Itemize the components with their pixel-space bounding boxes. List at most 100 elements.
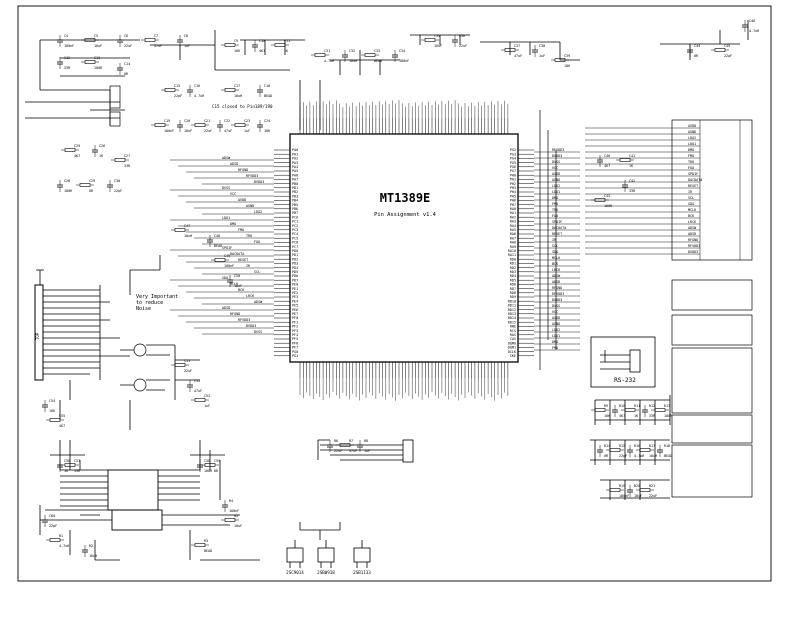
component-value: BEAD bbox=[374, 59, 382, 63]
net-label: AGND bbox=[246, 204, 254, 208]
component-value: 33R bbox=[124, 164, 131, 168]
reference-designator: C47 bbox=[184, 224, 190, 228]
component-value: 4.7uH bbox=[634, 454, 644, 458]
pin-label: PF3 bbox=[292, 329, 298, 333]
pin-label: RA6 bbox=[510, 232, 516, 236]
pin-label: RD8 bbox=[510, 291, 516, 295]
net-label: LDO2 bbox=[254, 210, 262, 214]
component-value: 10uH bbox=[649, 454, 657, 458]
reference-designator: R12 bbox=[649, 404, 655, 408]
pin-label: PG6 bbox=[510, 165, 516, 169]
net-label: FMO bbox=[238, 228, 244, 232]
component-value: 4K7 bbox=[259, 49, 265, 53]
pin-label: PF1 bbox=[292, 320, 298, 324]
pin-label: PB3 bbox=[292, 194, 298, 198]
pin-label: PC3 bbox=[292, 228, 298, 232]
resistor-body bbox=[624, 408, 636, 412]
net-label: SCL bbox=[254, 270, 260, 274]
reference-designator: C21 bbox=[204, 119, 210, 123]
reference-designator: C50 bbox=[234, 274, 240, 278]
reference-designator: C39 bbox=[564, 54, 570, 58]
net-label: RFVDD3 bbox=[238, 318, 250, 322]
resistor-body bbox=[174, 363, 186, 367]
reference-designator: R18 bbox=[664, 444, 670, 448]
component-value: 10uF bbox=[184, 129, 192, 133]
component-value: 0R bbox=[604, 454, 609, 458]
pin-label: RA4 bbox=[510, 224, 516, 228]
reference-designator: C30 bbox=[114, 179, 120, 183]
pin-label: PD3 bbox=[292, 262, 298, 266]
pin-label: PF7 bbox=[292, 346, 298, 350]
reference-designator: C29 bbox=[89, 179, 95, 183]
resistor-body bbox=[214, 258, 226, 262]
reference-designator: C34 bbox=[399, 49, 405, 53]
chip-subtitle: Pin Assignment v1.4 bbox=[374, 212, 436, 218]
net-label: DVDD3 bbox=[246, 324, 256, 328]
pin-label: PH3 bbox=[510, 186, 516, 190]
reference-designator: C5 bbox=[94, 34, 98, 38]
reference-designator: C9 bbox=[234, 39, 238, 43]
reference-designator: C25 bbox=[74, 144, 80, 148]
pin-label: RAS bbox=[510, 333, 516, 337]
net-label: SCL bbox=[688, 196, 694, 200]
component-value: 10K bbox=[604, 414, 611, 418]
reference-designator: C17 bbox=[234, 84, 240, 88]
resistor-body bbox=[84, 60, 96, 64]
net-label: RFVDD3 bbox=[246, 174, 258, 178]
component-value: 10K bbox=[234, 49, 241, 53]
reference-designator: C4 bbox=[64, 34, 68, 38]
reference-designator: C58 bbox=[204, 459, 210, 463]
pin-label: PF5 bbox=[292, 337, 298, 341]
pin-label: PD2 bbox=[292, 257, 298, 261]
net-label: ADSW bbox=[222, 156, 231, 160]
pin-label: PF4 bbox=[292, 333, 298, 337]
pin-label: PA3 bbox=[292, 161, 298, 165]
reference-designator: R19 bbox=[619, 484, 625, 488]
component-value: 4K7 bbox=[619, 414, 625, 418]
pin-label: PA5 bbox=[292, 169, 298, 173]
reference-designator: C36 bbox=[459, 34, 465, 38]
net-label: DACDATA bbox=[688, 178, 702, 182]
net-label: DVDD3 bbox=[688, 250, 698, 254]
pin-label: PG3 bbox=[510, 152, 516, 156]
net-label: LDO1 bbox=[688, 142, 696, 146]
component-value: 4.7uH bbox=[324, 59, 334, 63]
pin-label: PA4 bbox=[292, 165, 298, 169]
reference-designator: C18 bbox=[264, 84, 270, 88]
net-label: TRO bbox=[552, 208, 558, 212]
pin-label: PH0 bbox=[510, 173, 516, 177]
component-value: 10uF bbox=[634, 494, 642, 498]
pin-label: PC4 bbox=[292, 232, 298, 236]
component-value: 22uF bbox=[124, 44, 132, 48]
pin-label: PF2 bbox=[292, 325, 298, 329]
reference-designator: R17 bbox=[649, 444, 655, 448]
power-supply-section bbox=[299, 20, 749, 130]
pin-label: RD9 bbox=[510, 295, 516, 299]
net-label: RFGND bbox=[688, 238, 698, 242]
rs232-block: RS-232 bbox=[590, 336, 656, 388]
component-value: BEAD bbox=[264, 94, 272, 98]
reference-designator: C48 bbox=[214, 234, 220, 238]
net-label: FOO bbox=[688, 166, 694, 170]
reference-designator: C40 bbox=[604, 154, 610, 158]
pin-label: PG1 bbox=[292, 354, 298, 358]
reference-designator: R4 bbox=[229, 499, 233, 503]
reference-designator: C38 bbox=[539, 44, 545, 48]
resistor-body bbox=[619, 158, 631, 162]
net-label: DMO bbox=[552, 196, 558, 200]
reference-designator: R13 bbox=[664, 404, 670, 408]
reference-designator: C20 bbox=[184, 119, 190, 123]
pin-label: RD7 bbox=[510, 287, 516, 291]
net-label: RFVDD3 bbox=[552, 148, 564, 152]
pin-label: PB0 bbox=[292, 182, 298, 186]
pin-label: RD11 bbox=[508, 304, 516, 308]
pin-label: PC0 bbox=[292, 215, 298, 219]
reference-designator: R2 bbox=[89, 544, 93, 548]
net-label: LDO2 bbox=[688, 136, 696, 140]
resistor-body bbox=[714, 48, 726, 52]
clock-note: C15 closed to Pin189/190 bbox=[212, 104, 273, 109]
component-value: 0R bbox=[89, 189, 94, 193]
component-value: 47uF bbox=[514, 54, 522, 58]
net-label: SDA bbox=[688, 202, 694, 206]
